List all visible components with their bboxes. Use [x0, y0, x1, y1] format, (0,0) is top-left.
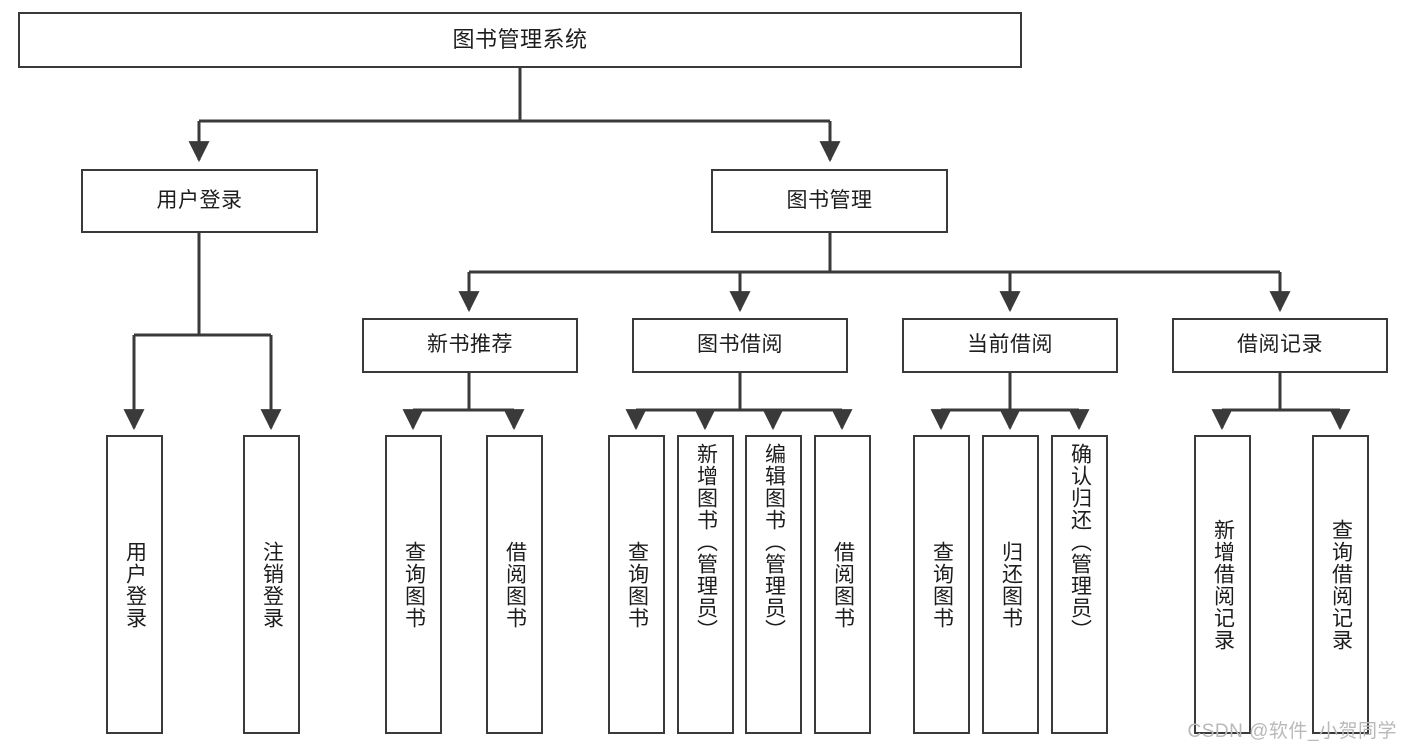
node-label: 归还图书 [999, 540, 1023, 629]
node-label: 新书推荐 [427, 333, 513, 357]
node-root-system[interactable]: 图书管理系统 [18, 12, 1022, 68]
node-borrow-record[interactable]: 借阅记录 [1172, 318, 1388, 373]
leaf-current-borrow-return[interactable]: 归还图书 [982, 435, 1039, 734]
node-label: 确认归还（管理员） [1068, 443, 1092, 641]
node-label: 用户登录 [156, 188, 243, 212]
node-label: 图书借阅 [697, 333, 783, 357]
node-label: 编辑图书（管理员） [762, 443, 786, 641]
node-user-login[interactable]: 用户登录 [81, 169, 318, 233]
leaf-borrow-record-add[interactable]: 新增借阅记录 [1194, 435, 1251, 734]
node-label: 图书管理系统 [452, 27, 588, 53]
leaf-book-borrow-edit[interactable]: 编辑图书（管理员） [745, 435, 802, 734]
leaf-book-borrow-query[interactable]: 查询图书 [608, 435, 665, 734]
node-book-management[interactable]: 图书管理 [711, 169, 948, 233]
leaf-book-borrow-add[interactable]: 新增图书（管理员） [677, 435, 734, 734]
leaf-book-borrow-borrow[interactable]: 借阅图书 [814, 435, 871, 734]
leaf-borrow-record-query[interactable]: 查询借阅记录 [1312, 435, 1369, 734]
watermark-text: CSDN @软件_小贺同学 [1187, 721, 1397, 742]
leaf-current-borrow-query[interactable]: 查询图书 [913, 435, 970, 734]
node-label: 新增借阅记录 [1211, 518, 1235, 651]
node-label: 图书管理 [786, 188, 873, 212]
leaf-new-book-query[interactable]: 查询图书 [385, 435, 442, 734]
node-label: 用户登录 [123, 540, 147, 629]
node-label: 借阅图书 [831, 540, 855, 629]
leaf-user-login-logout[interactable]: 注销登录 [243, 435, 300, 734]
node-label: 新增图书（管理员） [694, 443, 718, 641]
leaf-new-book-borrow[interactable]: 借阅图书 [486, 435, 543, 734]
leaf-current-borrow-confirm-return[interactable]: 确认归还（管理员） [1051, 435, 1108, 734]
node-new-book-recommend[interactable]: 新书推荐 [362, 318, 578, 373]
node-label: 注销登录 [260, 540, 284, 629]
node-current-borrow[interactable]: 当前借阅 [902, 318, 1118, 373]
node-book-borrow[interactable]: 图书借阅 [632, 318, 848, 373]
node-label: 借阅图书 [503, 540, 527, 629]
node-label: 查询图书 [930, 540, 954, 629]
leaf-user-login-login[interactable]: 用户登录 [106, 435, 163, 734]
node-label: 查询图书 [402, 540, 426, 629]
node-label: 查询借阅记录 [1329, 518, 1353, 651]
node-label: 查询图书 [625, 540, 649, 629]
node-label: 借阅记录 [1237, 333, 1323, 357]
node-label: 当前借阅 [967, 333, 1053, 357]
